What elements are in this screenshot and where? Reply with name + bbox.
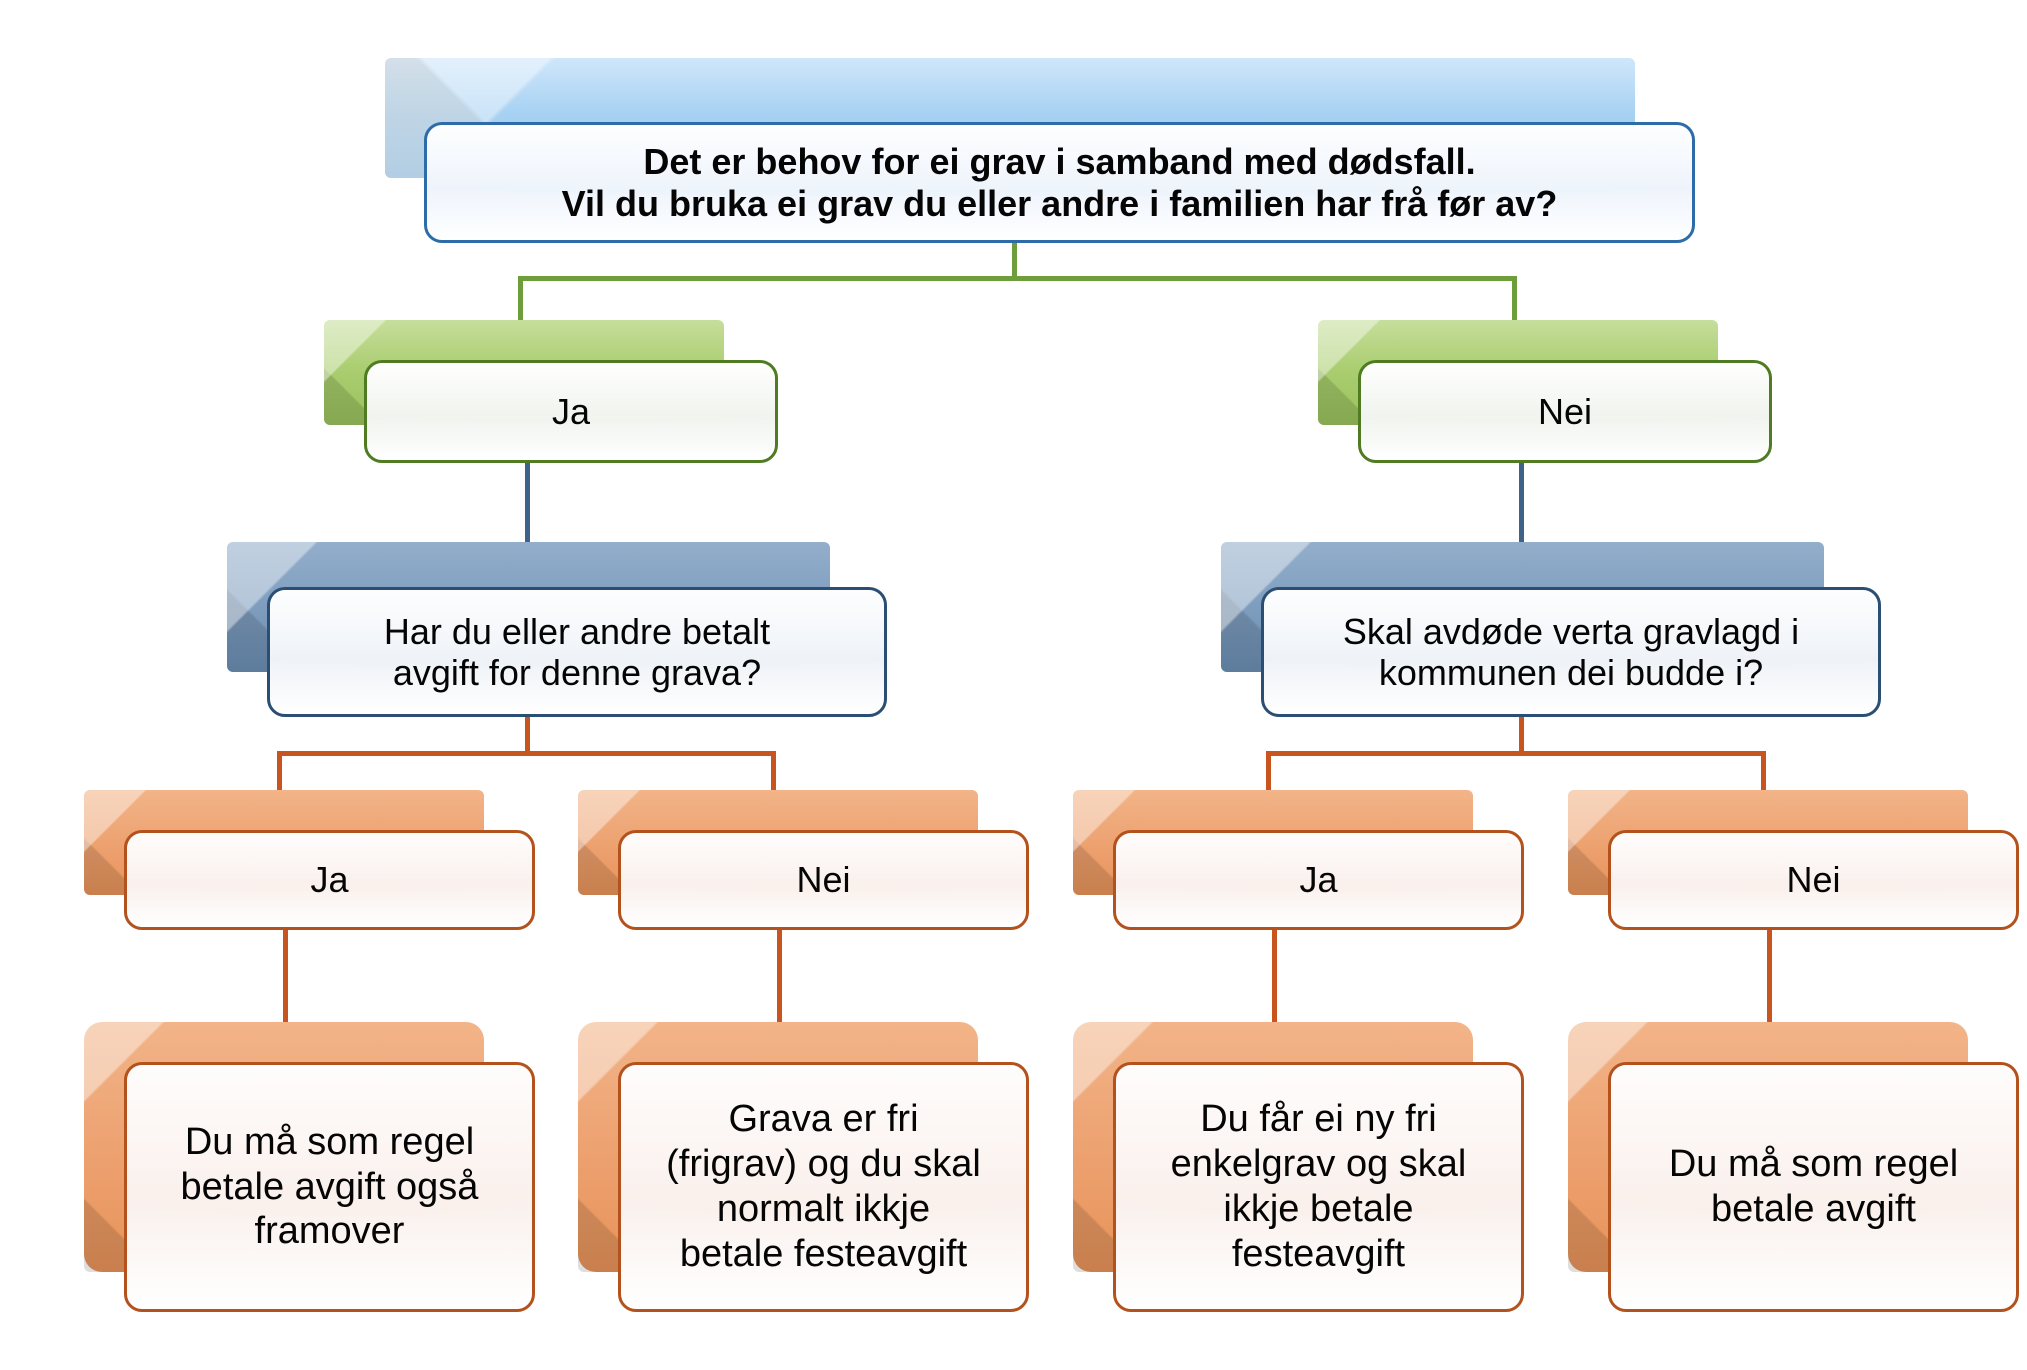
- connector-root-to-branch-right: [1512, 276, 1517, 326]
- connector-branch-left-to-question: [525, 460, 530, 575]
- connector-branch-right-to-question: [1519, 460, 1524, 575]
- node-answer-1-card[interactable]: Ja: [124, 830, 535, 930]
- node-question-right-label: Skal avdøde verta gravlagd i kommunen de…: [1342, 610, 1800, 693]
- connector-question-left-bar: [277, 751, 776, 756]
- node-question-right[interactable]: Skal avdøde verta gravlagd i kommunen de…: [1221, 542, 1881, 717]
- connector-question-left-to-answer1: [277, 751, 282, 805]
- node-result-2[interactable]: Grava er fri (frigrav) og du skal normal…: [578, 1022, 1033, 1312]
- connector-answer2-to-result2: [777, 925, 782, 1040]
- node-result-3[interactable]: Du får ei ny fri enkelgrav og skal ikkje…: [1073, 1022, 1528, 1312]
- node-branch-right-label: Nei: [1537, 390, 1593, 432]
- node-result-4-card[interactable]: Du må som regel betale avgift: [1608, 1062, 2019, 1312]
- node-branch-left-label: Ja: [551, 390, 591, 432]
- node-branch-left[interactable]: Ja: [324, 320, 779, 463]
- node-question-right-card[interactable]: Skal avdøde verta gravlagd i kommunen de…: [1261, 587, 1881, 717]
- node-answer-3-card[interactable]: Ja: [1113, 830, 1524, 930]
- connector-question-right-to-answer4: [1761, 751, 1766, 805]
- connector-answer3-to-result3: [1272, 925, 1277, 1040]
- node-result-1-label: Du må som regel betale avgift også framo…: [180, 1120, 479, 1253]
- node-question-left-card[interactable]: Har du eller andre betalt avgift for den…: [267, 587, 887, 717]
- node-answer-4-card[interactable]: Nei: [1608, 830, 2019, 930]
- node-answer-1[interactable]: Ja: [84, 790, 539, 930]
- node-answer-2-card[interactable]: Nei: [618, 830, 1029, 930]
- node-answer-4-label: Nei: [1786, 859, 1841, 901]
- node-root-card[interactable]: Det er behov for ei grav i samband med d…: [424, 122, 1695, 243]
- node-question-left-label: Har du eller andre betalt avgift for den…: [383, 610, 771, 693]
- node-result-3-card[interactable]: Du får ei ny fri enkelgrav og skal ikkje…: [1113, 1062, 1524, 1312]
- node-root-label: Det er behov for ei grav i samband med d…: [561, 141, 1558, 224]
- node-branch-right[interactable]: Nei: [1318, 320, 1773, 463]
- connector-question-right-to-answer3: [1266, 751, 1271, 805]
- node-result-1-card[interactable]: Du må som regel betale avgift også framo…: [124, 1062, 535, 1312]
- connector-answer4-to-result4: [1767, 925, 1772, 1040]
- connector-question-right-bar: [1266, 751, 1766, 756]
- node-result-3-label: Du får ei ny fri enkelgrav og skal ikkje…: [1170, 1098, 1467, 1275]
- node-branch-left-card[interactable]: Ja: [364, 360, 778, 463]
- node-answer-2[interactable]: Nei: [578, 790, 1033, 930]
- node-result-4-label: Du må som regel betale avgift: [1668, 1143, 1959, 1230]
- connector-root-to-branch-left: [518, 276, 523, 326]
- connector-question-right-stem: [1519, 715, 1524, 755]
- node-answer-4[interactable]: Nei: [1568, 790, 2023, 930]
- node-question-left[interactable]: Har du eller andre betalt avgift for den…: [227, 542, 887, 717]
- connector-question-left-to-answer2: [771, 751, 776, 805]
- node-root[interactable]: Det er behov for ei grav i samband med d…: [385, 58, 1695, 243]
- node-answer-2-label: Nei: [796, 859, 851, 901]
- node-result-2-card[interactable]: Grava er fri (frigrav) og du skal normal…: [618, 1062, 1029, 1312]
- node-result-1[interactable]: Du må som regel betale avgift også framo…: [84, 1022, 539, 1312]
- connector-root-bar: [518, 276, 1517, 281]
- node-answer-1-label: Ja: [310, 859, 349, 901]
- connector-root-stem: [1012, 240, 1017, 280]
- connector-answer1-to-result1: [283, 925, 288, 1040]
- node-branch-right-card[interactable]: Nei: [1358, 360, 1772, 463]
- connector-question-left-stem: [525, 715, 530, 755]
- node-answer-3[interactable]: Ja: [1073, 790, 1528, 930]
- node-result-4[interactable]: Du må som regel betale avgift: [1568, 1022, 2023, 1312]
- node-result-2-label: Grava er fri (frigrav) og du skal normal…: [666, 1098, 981, 1275]
- node-answer-3-label: Ja: [1299, 859, 1338, 901]
